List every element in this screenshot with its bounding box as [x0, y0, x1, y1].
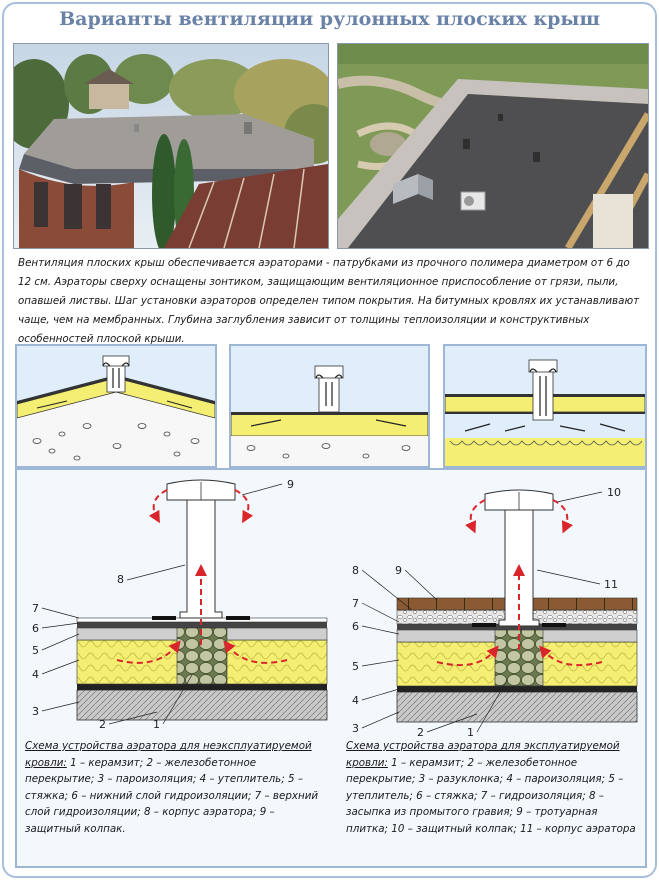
diagram-aerator-inverted [443, 344, 647, 468]
left-label-9: 9 [287, 478, 294, 491]
left-label-3: 3 [32, 705, 39, 718]
left-caption-head: Схема устройства аэратора для неэксплуат… [25, 740, 312, 769]
diagram-aerator-pitched [15, 344, 217, 468]
right-scheme-caption: Схема устройства аэратора для эксплуатир… [346, 738, 636, 837]
right-label-2: 2 [417, 726, 424, 739]
right-label-3: 3 [352, 722, 359, 735]
left-scheme: 9 8 7 6 5 4 3 2 1 [32, 478, 328, 731]
right-caption-body: 1 – керамзит; 2 – железобетонное перекры… [346, 756, 636, 835]
intro-text: Вентиляция плоских крыш обеспечивается а… [18, 257, 640, 345]
left-label-8: 8 [117, 573, 124, 586]
left-label-7: 7 [32, 602, 39, 615]
right-caption-head: Схема устройства аэратора для эксплуатир… [346, 740, 620, 769]
diagram-aerator-flat [229, 344, 430, 468]
left-label-6: 6 [32, 622, 39, 635]
right-label-4: 4 [352, 694, 359, 707]
right-label-8: 8 [352, 564, 359, 577]
right-label-1: 1 [467, 726, 474, 739]
left-label-5: 5 [32, 644, 39, 657]
right-label-11: 11 [604, 578, 618, 591]
right-label-10: 10 [607, 486, 621, 499]
right-label-7: 7 [352, 597, 359, 610]
photo-flat-roof-house [13, 43, 329, 249]
left-scheme-caption: Схема устройства аэратора для неэксплуат… [25, 738, 325, 837]
right-label-5: 5 [352, 660, 359, 673]
left-label-4: 4 [32, 668, 39, 681]
photo-roof-aerators [337, 43, 649, 249]
page-title: Варианты вентиляции рулонных плоских кры… [59, 8, 600, 30]
right-scheme: 10 11 8 9 7 6 5 4 3 2 1 [352, 486, 638, 739]
right-label-9: 9 [395, 564, 402, 577]
left-caption-body: 1 – керамзит; 2 – железобетонное перекры… [25, 756, 319, 835]
left-label-2: 2 [99, 718, 106, 731]
right-label-6: 6 [352, 620, 359, 633]
left-label-1: 1 [153, 718, 160, 731]
aerator-schemes-panel: 9 8 7 6 5 4 3 2 1 [15, 468, 647, 868]
